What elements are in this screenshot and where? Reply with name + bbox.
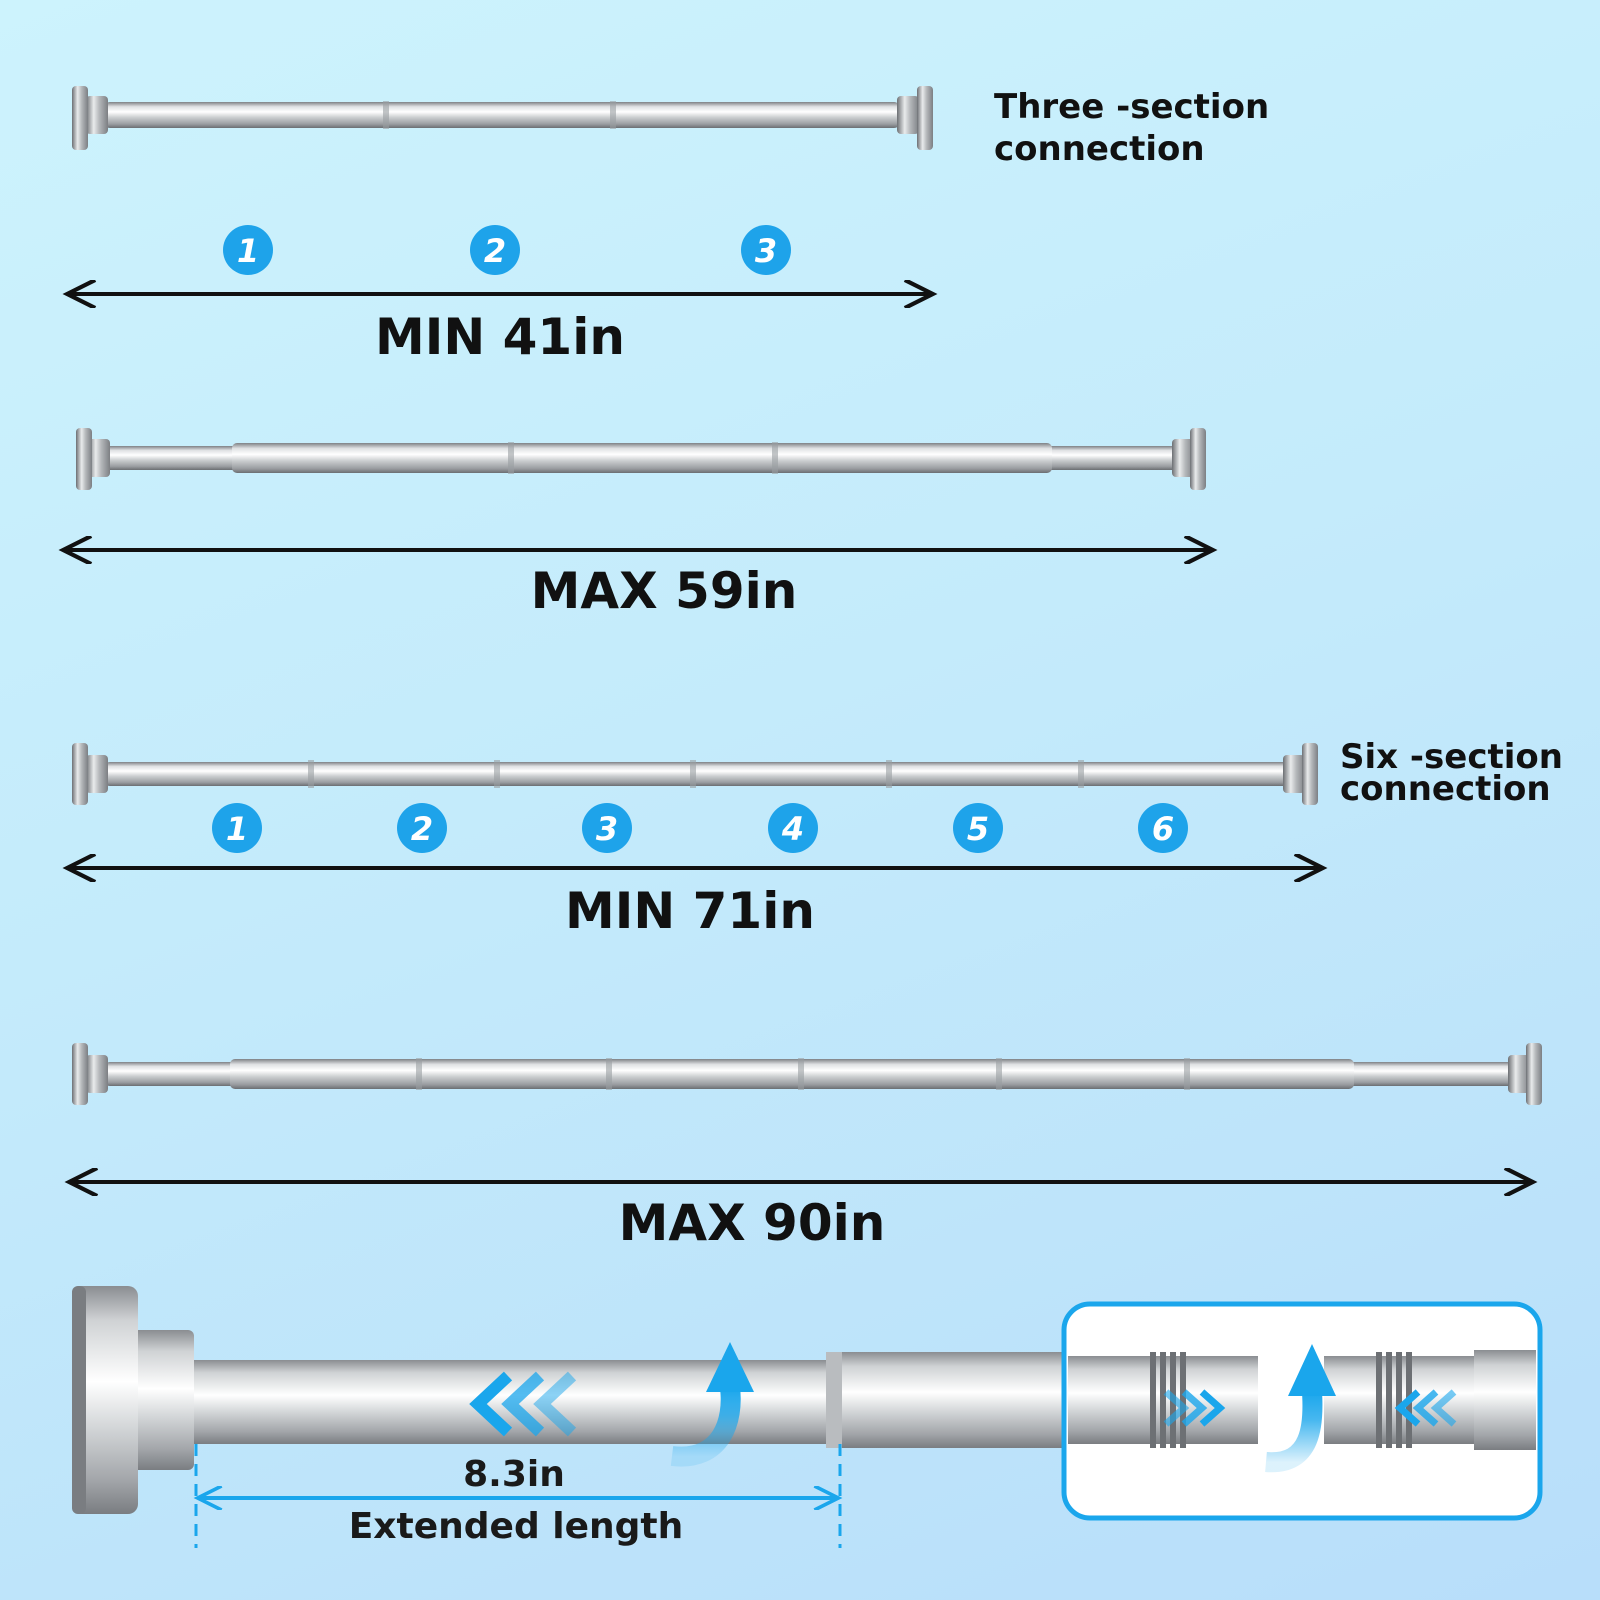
svg-text:1: 1 <box>237 232 259 270</box>
svg-text:4: 4 <box>781 810 804 848</box>
inset-chevrons-left-icon <box>1394 1389 1457 1427</box>
rod-three-section-min <box>72 86 933 150</box>
badge-1: 1 <box>223 225 273 275</box>
svg-text:3: 3 <box>755 232 777 270</box>
min-71-label: MIN 71in <box>565 882 815 940</box>
max-59-label: MAX 59in <box>531 562 798 620</box>
badge-six-3: 3 <box>582 803 632 853</box>
rod-six-section-min <box>72 743 1318 805</box>
svg-text:2: 2 <box>484 232 506 270</box>
three-section-label-line1: Three -section <box>994 87 1269 127</box>
max-90-label: MAX 90in <box>619 1194 886 1252</box>
six-section-label-line1: Six -section <box>1340 737 1563 777</box>
badge-3: 3 <box>741 225 791 275</box>
extension-caption: Extended length <box>349 1506 684 1547</box>
rotate-arrow-icon <box>670 1342 754 1467</box>
rod-six-section-max <box>72 1043 1542 1105</box>
badge-six-5: 5 <box>953 803 1003 853</box>
chevrons-left-icon <box>469 1371 577 1437</box>
extension-value: 8.3in <box>463 1454 565 1495</box>
svg-text:5: 5 <box>967 810 989 848</box>
inset-connection-detail <box>1061 1301 1543 1521</box>
svg-text:6: 6 <box>1152 810 1174 848</box>
min-41-label: MIN 41in <box>375 308 625 366</box>
badge-six-1: 1 <box>212 803 262 853</box>
badge-2: 2 <box>470 225 520 275</box>
svg-text:1: 1 <box>226 810 248 848</box>
svg-text:3: 3 <box>596 810 618 848</box>
svg-text:2: 2 <box>411 810 433 848</box>
six-section-label-line2: connection <box>1340 769 1551 809</box>
badge-six-2: 2 <box>397 803 447 853</box>
badge-six-6: 6 <box>1138 803 1188 853</box>
rod-three-section-max <box>76 428 1206 490</box>
chevrons-right-icon <box>1163 1389 1226 1427</box>
three-section-label-line2: connection <box>994 129 1205 169</box>
badge-six-4: 4 <box>768 803 818 853</box>
inset-rotate-arrow-icon <box>1265 1344 1336 1473</box>
